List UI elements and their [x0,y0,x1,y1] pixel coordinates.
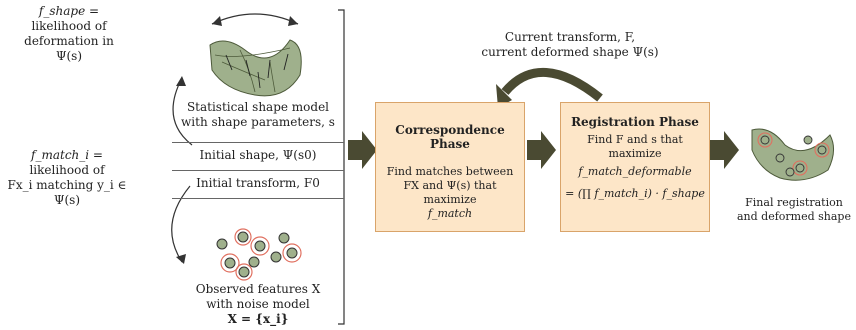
initial-transform-label: Initial transform, F0 [196,176,320,190]
panel-divider [172,142,344,143]
model-caption-line1: Statistical shape model [186,100,330,114]
rotation-arrow-right [288,16,298,26]
correspondence-phase-box: Correspondence Phase Find matches betwee… [375,102,525,232]
registration-line2: maximize [608,147,662,160]
panel-bracket [338,9,345,325]
arrow-to-correspondence [348,131,377,169]
result-caption: Final registration and deformed shape [736,196,852,224]
features-caption-line1: Observed features X [195,282,321,296]
fmatch-symbol: f_match_i = [31,148,103,162]
observed-features-icon [216,231,298,278]
correspondence-line1: Find matches between [386,165,514,178]
loop-label-line2: current deformed shape Ψ(s) [481,45,659,59]
registration-line4: = (∏ f_match_i) · f_shape [565,187,705,200]
result-line2: and deformed shape [736,210,851,223]
panel-divider [172,198,344,199]
loop-label: Current transform, F, current deformed s… [460,30,680,60]
rotation-arc [211,13,299,25]
correspondence-line3: maximize [423,193,477,206]
initial-shape-label: Initial shape, Ψ(s0) [199,148,317,162]
features-caption-line3: X = {x_i} [227,312,289,326]
registration-phase-box: Registration Phase Find F and s that max… [560,102,710,232]
final-shape-icon [751,128,834,181]
correspondence-line2: FX and Ψ(s) that [403,179,497,192]
correspondence-title: Correspondence Phase [395,123,505,151]
registration-line1: Find F and s that [587,133,683,146]
arrow-to-result [710,131,739,169]
correspondence-line4: f_match [427,207,473,220]
registration-text: Find F and s that maximize f_match_defor… [561,133,709,201]
fshape-line2: deformation in Ψ(s) [24,34,114,63]
correspondence-text: Find matches between FX and Ψ(s) that ma… [376,165,524,221]
fshape-line1: likelihood of [31,19,107,33]
loop-label-line1: Current transform, F, [504,30,636,44]
features-caption: Observed features X with noise model X =… [172,282,344,327]
loop-arrow [501,67,603,102]
fmatch-definition: f_match_i = likelihood of Fx_i matching … [2,148,132,208]
curve-arrow-up [172,77,193,146]
registration-line3: f_match_deformable [578,165,692,178]
curve-arrow-down [171,185,191,263]
model-caption-line2: with shape parameters, s [181,115,335,129]
features-caption-line2: with noise model [206,297,310,311]
fshape-definition: f_shape = likelihood of deformation in Ψ… [10,4,128,64]
fmatch-line2: Fx_i matching y_i ∈ Ψ(s) [7,178,127,207]
shape-model-icon [209,39,302,97]
fmatch-line1: likelihood of [29,163,105,177]
rotation-arrow-left [212,16,222,26]
fshape-symbol: f_shape = [38,4,100,18]
registration-title: Registration Phase [571,115,699,129]
panel-divider [172,170,344,171]
result-line1: Final registration [745,196,843,209]
arrow-to-registration [527,131,556,169]
shape-model-caption: Statistical shape model with shape param… [172,100,344,130]
